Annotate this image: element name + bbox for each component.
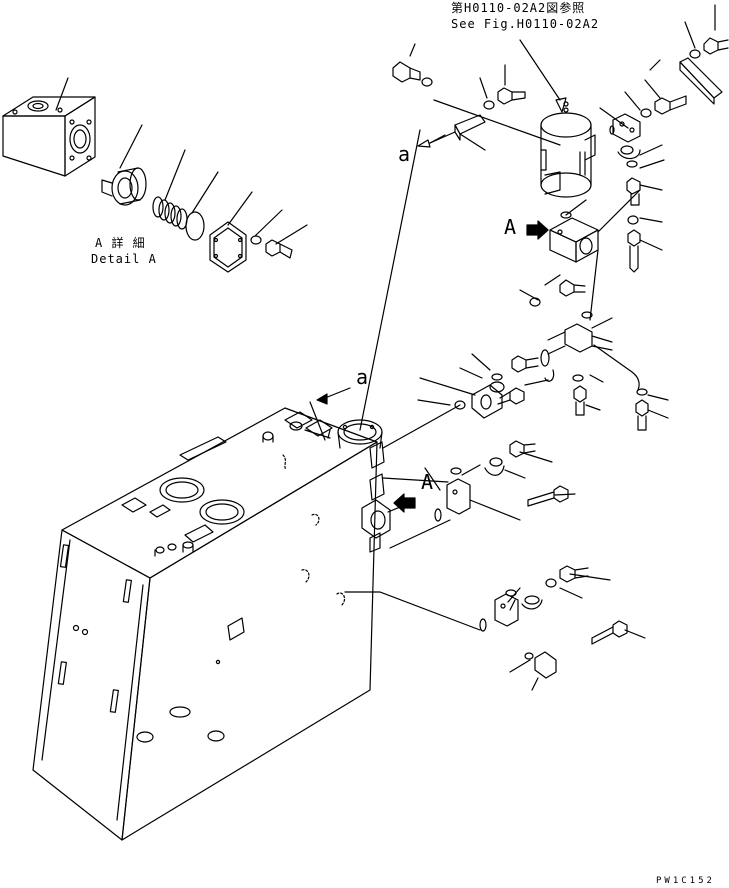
manifold-block-upper [549, 217, 599, 263]
bolt [265, 239, 293, 259]
leader-lines [304, 99, 641, 631]
detail-a-assembly [2, 77, 308, 273]
marker-a-tank: a [356, 365, 369, 389]
hydraulic-tank [32, 407, 391, 841]
reference-arrow [519, 39, 561, 101]
o-ring [185, 211, 205, 241]
arrow-A-lower [393, 493, 416, 513]
right-hose [593, 344, 669, 431]
cover-plate [209, 221, 247, 273]
marker-A-upper: A [504, 215, 517, 239]
cartridge [101, 167, 147, 206]
middle-joint [417, 349, 555, 419]
arrow-A-upper [526, 220, 549, 240]
marker-a-top: a [398, 142, 411, 166]
detail-label-en: Detail A [91, 252, 157, 266]
drawing-code: PW1C152 [656, 876, 715, 886]
top-right-bolt [684, 4, 729, 59]
reference-label-en: See Fig.H0110-02A2 [451, 17, 600, 31]
pipe-connector [519, 274, 613, 416]
filter-assembly [540, 101, 596, 219]
valve-block [2, 96, 96, 177]
arrow-a-tank [316, 393, 328, 405]
lower-right-clamps [484, 440, 576, 507]
detail-label-jp: A 詳 細 [95, 236, 146, 250]
manifold-block-lower [434, 464, 521, 522]
bracket-plate [649, 57, 723, 105]
reference-label-jp: 第H0110-02A2図参照 [451, 1, 586, 15]
right-bolt-1 [624, 79, 687, 118]
bracket-small [417, 114, 486, 151]
lower-flange [479, 565, 646, 691]
washer [250, 235, 262, 245]
spring [152, 196, 188, 230]
right-clamps [617, 144, 665, 273]
side-bracket [599, 107, 641, 143]
top-left-bolt [392, 43, 433, 87]
marker-A-lower: A [421, 470, 434, 494]
top-mid-bolt [479, 64, 526, 110]
